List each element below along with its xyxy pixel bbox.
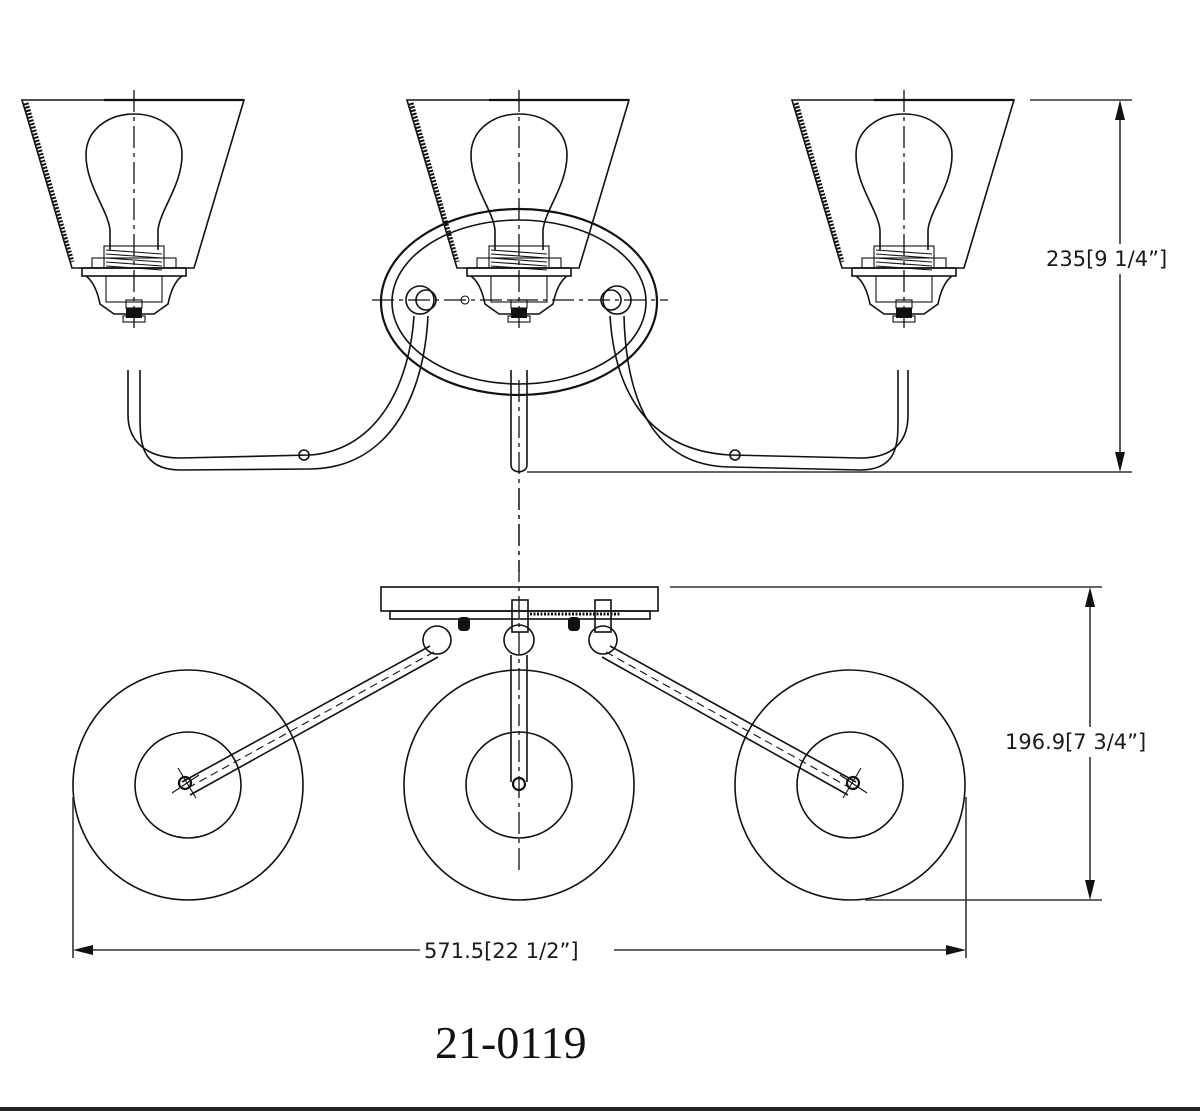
- light-left: [22, 90, 244, 328]
- light-left-top: [72, 669, 304, 901]
- height-dimension: 235[9 1/4”]: [527, 99, 1167, 473]
- width-dimension: 571.5[22 1/2”]: [72, 797, 967, 963]
- light-right-top: [734, 669, 966, 901]
- light-right: [792, 90, 1014, 328]
- height-dimension-label: 235[9 1/4”]: [1046, 247, 1167, 271]
- front-elevation-view: 235[9 1/4”]: [22, 90, 1167, 572]
- top-plan-view: 196.9[7 3/4”] 571.5[22 1/2”]: [72, 488, 1146, 963]
- depth-dimension: 196.9[7 3/4”]: [670, 586, 1146, 901]
- light-center-top: [403, 669, 635, 901]
- model-number: 21-0119: [435, 1017, 587, 1068]
- bottom-border: [0, 1107, 1200, 1111]
- width-dimension-label: 571.5[22 1/2”]: [424, 939, 579, 963]
- depth-dimension-label: 196.9[7 3/4”]: [1005, 730, 1146, 754]
